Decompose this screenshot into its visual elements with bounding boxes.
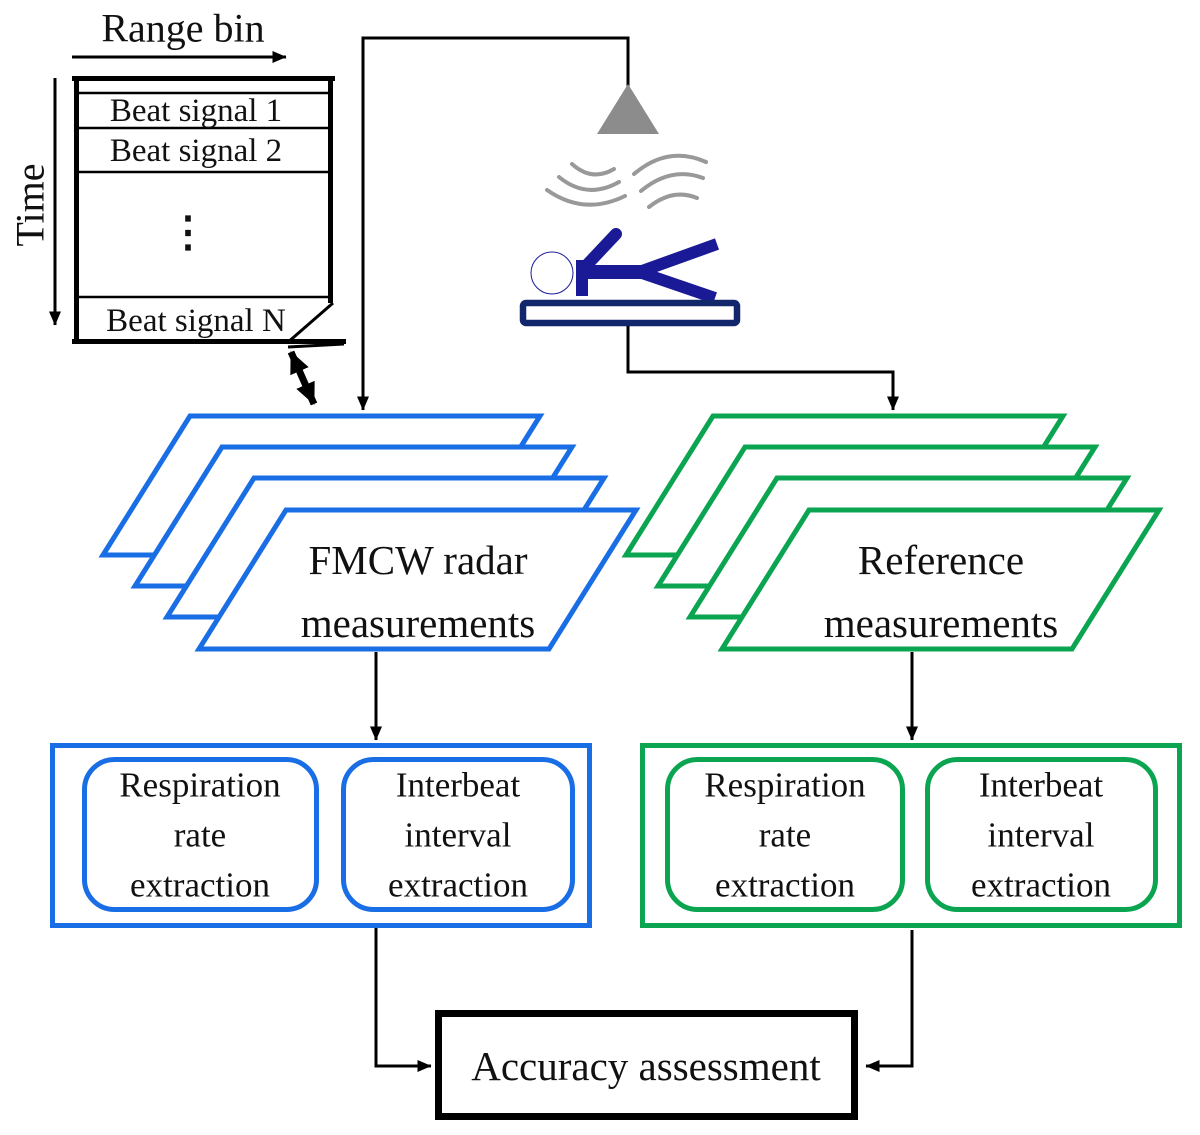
reference-respiration-line2: rate <box>759 816 811 855</box>
reference-respiration-line1: Respiration <box>704 766 865 805</box>
accuracy-outline <box>435 1010 858 1120</box>
matrix-row-label: Beat signal 1 <box>110 93 282 129</box>
reference-stack-label-line2: measurements <box>824 600 1059 646</box>
person-icon <box>530 228 720 304</box>
radar-to-accuracy-arrow <box>374 928 432 1072</box>
reference-interbeat-line2: interval <box>988 816 1095 855</box>
radar-interbeat-line2: interval <box>405 816 512 855</box>
radar-interbeat-block <box>341 757 575 912</box>
reference-processing-box: Respiration rate extraction Interbeat in… <box>640 743 1182 928</box>
zoom-callout-line <box>287 342 345 349</box>
matrix-ellipsis: ⋮ <box>167 210 209 256</box>
radar-interbeat-line1: Interbeat <box>396 766 521 805</box>
bed-icon <box>519 299 741 327</box>
range-bin-axis-label: Range bin <box>101 6 264 51</box>
reference-measurements-stack: Reference measurements <box>621 413 1164 652</box>
radar-respiration-line2: rate <box>174 816 226 855</box>
radar-stack-label-line1: FMCW radar <box>308 537 527 583</box>
time-axis-label: Time <box>8 163 53 246</box>
radar-processing-box: Respiration rate extraction Interbeat in… <box>50 743 592 928</box>
accuracy-box: Accuracy assessment <box>435 1010 858 1120</box>
antenna-to-stack-connector <box>357 36 630 411</box>
matrix-row-label: Beat signal 2 <box>110 133 282 169</box>
radar-sensor <box>357 36 708 411</box>
reference-stack-label-line1: Reference <box>858 537 1024 583</box>
subject-to-reference-connector <box>626 326 899 411</box>
reference-interbeat-block <box>925 757 1158 912</box>
matrix-row-label: Beat signal N <box>106 303 286 339</box>
reference-interbeat-line3: extraction <box>971 866 1111 905</box>
reference-interbeat-line1: Interbeat <box>979 766 1104 805</box>
reference-sheet <box>717 507 1164 652</box>
reference-to-accuracy-arrow <box>865 930 914 1072</box>
accuracy-label: Accuracy assessment <box>471 1043 821 1089</box>
reference-respiration-block <box>665 757 905 912</box>
radar-respiration-line1: Respiration <box>119 766 280 805</box>
radar-sheet <box>194 507 641 652</box>
fmcw-measurements-stack: FMCW radar measurements <box>98 413 641 652</box>
zoom-callout-line <box>286 301 334 345</box>
radar-respiration-block <box>82 757 319 912</box>
reference-respiration-line3: extraction <box>715 866 855 905</box>
patient-on-bed <box>519 228 899 411</box>
matrix-stack-link-arrow <box>287 350 318 406</box>
radar-stack-label-line2: measurements <box>301 600 536 646</box>
radio-waves-icon <box>545 153 708 209</box>
antenna-icon <box>597 84 659 134</box>
radar-interbeat-line3: extraction <box>388 866 528 905</box>
radar-respiration-line3: extraction <box>130 866 270 905</box>
beat-signal-matrix: Range bin Time Beat signal 1 Beat signal… <box>8 6 346 406</box>
